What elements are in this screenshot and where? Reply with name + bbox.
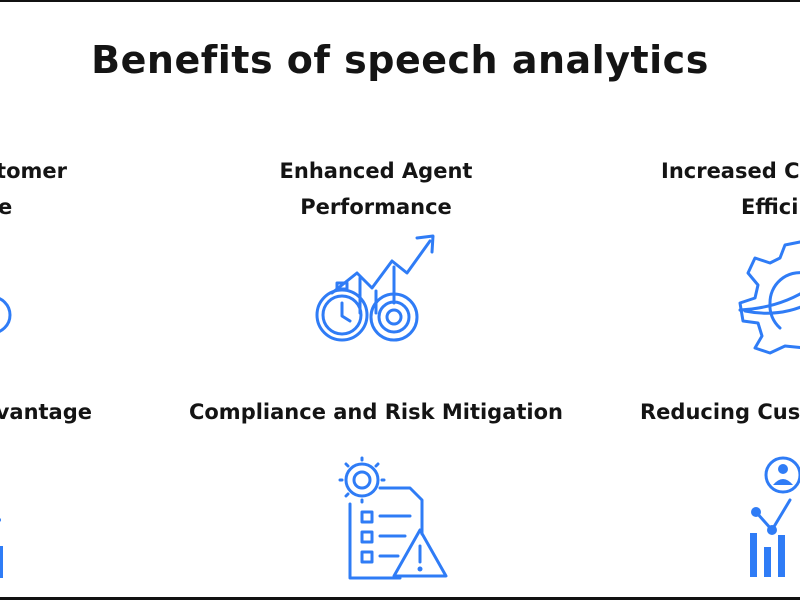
benefit-3-title-line1: Increased C [661, 159, 800, 183]
bar-chart-icon [0, 518, 3, 578]
gear-efficiency-icon [738, 240, 800, 355]
benefit-1-title-line2: e [0, 195, 13, 219]
bottom-border [0, 597, 800, 600]
benefit-1-title-line1: tomer [0, 159, 67, 183]
page-title: Benefits of speech analytics [91, 38, 709, 82]
benefit-4-title: vantage [0, 400, 92, 424]
benefit-2-title-line1: Enhanced Agent [279, 159, 473, 183]
benefit-3-title-line2: Effici [741, 195, 799, 219]
customer-experience-icon [0, 297, 12, 333]
customer-analytics-icon [750, 456, 800, 577]
benefit-6-title: Reducing Cus [640, 400, 800, 424]
benefit-5-title: Compliance and Risk Mitigation [188, 400, 564, 424]
compliance-checklist-warning-icon [338, 456, 448, 580]
benefit-2-title-line2: Performance [300, 195, 452, 219]
stopwatch-gear-growth-icon [315, 234, 435, 342]
top-border [0, 0, 800, 2]
